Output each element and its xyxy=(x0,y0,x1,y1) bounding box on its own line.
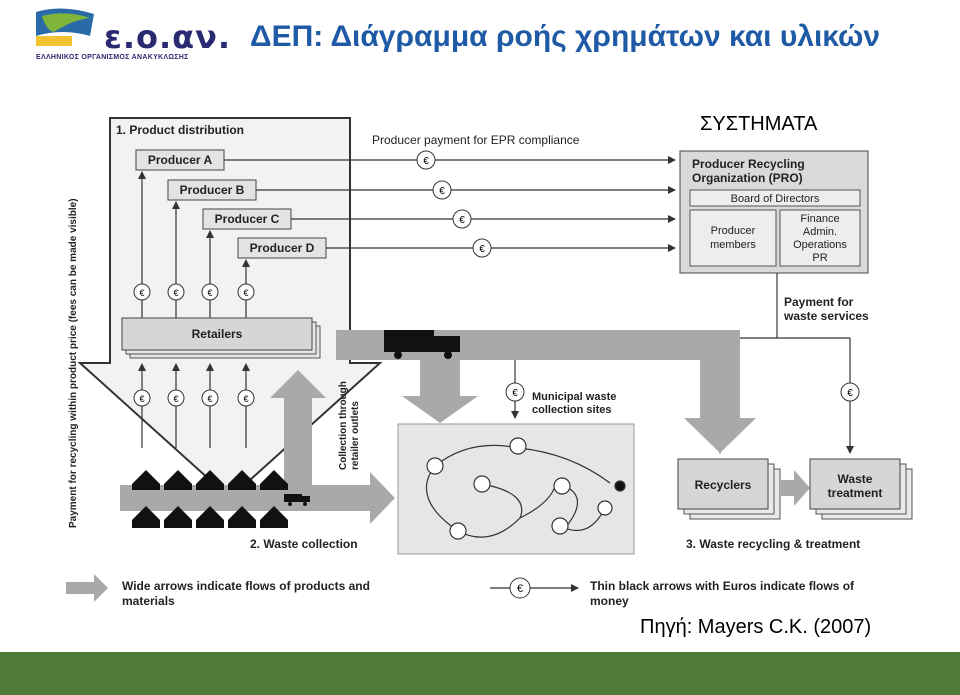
producer-d-box: Producer D xyxy=(237,237,327,259)
vertical-payment-label: Payment for recycling within product pri… xyxy=(68,198,79,528)
svg-text:Producer Recycling: Producer Recycling xyxy=(692,157,805,171)
svg-text:PR: PR xyxy=(812,252,827,264)
municipal-arrow xyxy=(402,360,478,423)
collection-label: Collection through xyxy=(338,381,349,470)
pro-box: Producer Recycling Organization (PRO) Bo… xyxy=(679,150,869,274)
euro-icon: € xyxy=(505,382,525,402)
svg-text:members: members xyxy=(710,239,756,251)
svg-text:Waste: Waste xyxy=(838,472,873,486)
euro-icon: € xyxy=(133,389,151,407)
legend-wide-arrow-icon xyxy=(66,574,108,602)
svg-text:Producer C: Producer C xyxy=(215,212,280,226)
systems-label: ΣΥΣΤΗΜΑΤΑ xyxy=(700,113,818,135)
svg-text:€: € xyxy=(479,244,485,255)
euro-icon: € xyxy=(201,389,219,407)
eoan-logo: ε.ο.αν. ΕΛΛΗΝΙΚΟΣ ΟΡΓΑΝΙΣΜΟΣ ΑΝΑΚΥΚΛΩΣΗΣ xyxy=(32,6,230,68)
euro-icon: € xyxy=(133,283,151,301)
logo-subtitle: ΕΛΛΗΝΙΚΟΣ ΟΡΓΑΝΙΣΜΟΣ ΑΝΑΚΥΚΛΩΣΗΣ xyxy=(36,54,189,61)
recyclers-box: Recyclers xyxy=(677,458,781,520)
svg-text:€: € xyxy=(439,186,445,197)
euro-icon: € xyxy=(237,283,255,301)
page-title: ΔΕΠ: Διάγραμμα ροής χρημάτων και υλικών xyxy=(250,20,881,53)
section2-label: 2. Waste collection xyxy=(250,537,358,551)
euro-icon: € xyxy=(237,389,255,407)
svg-text:waste services: waste services xyxy=(783,309,869,323)
svg-text:materials: materials xyxy=(122,594,175,608)
svg-text:Recyclers: Recyclers xyxy=(695,478,752,492)
legend-thin-text: Thin black arrows with Euros indicate fl… xyxy=(590,579,855,593)
municipal-label: Municipal waste xyxy=(532,391,616,403)
logo-wordmark: ε.ο.αν. xyxy=(104,18,232,56)
footer-bar xyxy=(0,652,960,695)
svg-text:Producer A: Producer A xyxy=(148,153,213,167)
svg-text:treatment: treatment xyxy=(828,486,883,500)
svg-text:Producer B: Producer B xyxy=(180,183,245,197)
svg-text:€: € xyxy=(173,288,178,298)
euro-icon: € xyxy=(167,389,185,407)
epr-flow-diagram: 1. Product distribution Producer A Produ… xyxy=(66,117,913,608)
svg-text:money: money xyxy=(590,594,629,608)
svg-text:Admin.: Admin. xyxy=(803,226,837,238)
producer-c-box: Producer C xyxy=(202,208,292,230)
svg-text:€: € xyxy=(139,288,144,298)
collection-network xyxy=(425,437,626,540)
retailer-collection-arrow xyxy=(270,370,326,508)
svg-text:Producer: Producer xyxy=(711,225,756,237)
svg-text:collection sites: collection sites xyxy=(532,404,611,416)
section1-label: 1. Product distribution xyxy=(116,123,244,137)
logo-mark-icon xyxy=(36,8,94,46)
svg-text:€: € xyxy=(459,215,465,226)
retailers-box: Retailers xyxy=(121,317,321,359)
svg-text:€: € xyxy=(207,394,212,404)
euro-icon: € xyxy=(472,238,492,258)
svg-text:Producer D: Producer D xyxy=(250,241,315,255)
svg-text:retailer outlets: retailer outlets xyxy=(350,401,361,470)
svg-text:€: € xyxy=(207,288,212,298)
svg-text:€: € xyxy=(517,583,523,595)
svg-text:Operations: Operations xyxy=(793,239,847,251)
board-label: Board of Directors xyxy=(731,193,820,205)
svg-text:€: € xyxy=(139,394,144,404)
euro-icon: € xyxy=(452,209,472,229)
waste-treatment-box: Waste treatment xyxy=(809,458,913,520)
svg-text:Organization (PRO): Organization (PRO) xyxy=(692,171,803,185)
svg-text:Finance: Finance xyxy=(800,213,839,225)
waste-collection-arrow xyxy=(120,472,395,524)
collection-arrow xyxy=(336,330,756,453)
svg-text:€: € xyxy=(512,388,518,399)
svg-text:€: € xyxy=(243,394,248,404)
euro-icon: € xyxy=(167,283,185,301)
svg-text:€: € xyxy=(847,388,853,399)
producer-payment-label: Producer payment for EPR compliance xyxy=(372,133,580,147)
small-truck-icon xyxy=(284,494,310,506)
svg-text:€: € xyxy=(423,156,429,167)
svg-text:€: € xyxy=(173,394,178,404)
legend-euro-icon: € xyxy=(509,577,531,599)
euro-icon: € xyxy=(201,283,219,301)
source-citation: Πηγή: Mayers C.K. (2007) xyxy=(640,616,872,638)
svg-text:Retailers: Retailers xyxy=(192,327,243,341)
euro-icon: € xyxy=(840,382,860,402)
euro-icon: € xyxy=(432,180,452,200)
product-distribution-arrow xyxy=(77,117,383,500)
houses-icon xyxy=(132,470,288,528)
section3-label: 3. Waste recycling & treatment xyxy=(686,537,860,551)
svg-text:€: € xyxy=(243,288,248,298)
producer-a-box: Producer A xyxy=(135,149,225,171)
to-treatment-arrow xyxy=(780,470,810,506)
euro-icon: € xyxy=(416,150,436,170)
legend-wide-text: Wide arrows indicate flows of products a… xyxy=(122,579,370,593)
payment-services-label: Payment for xyxy=(784,295,854,309)
producer-b-box: Producer B xyxy=(167,179,257,201)
truck-icon xyxy=(384,330,460,359)
